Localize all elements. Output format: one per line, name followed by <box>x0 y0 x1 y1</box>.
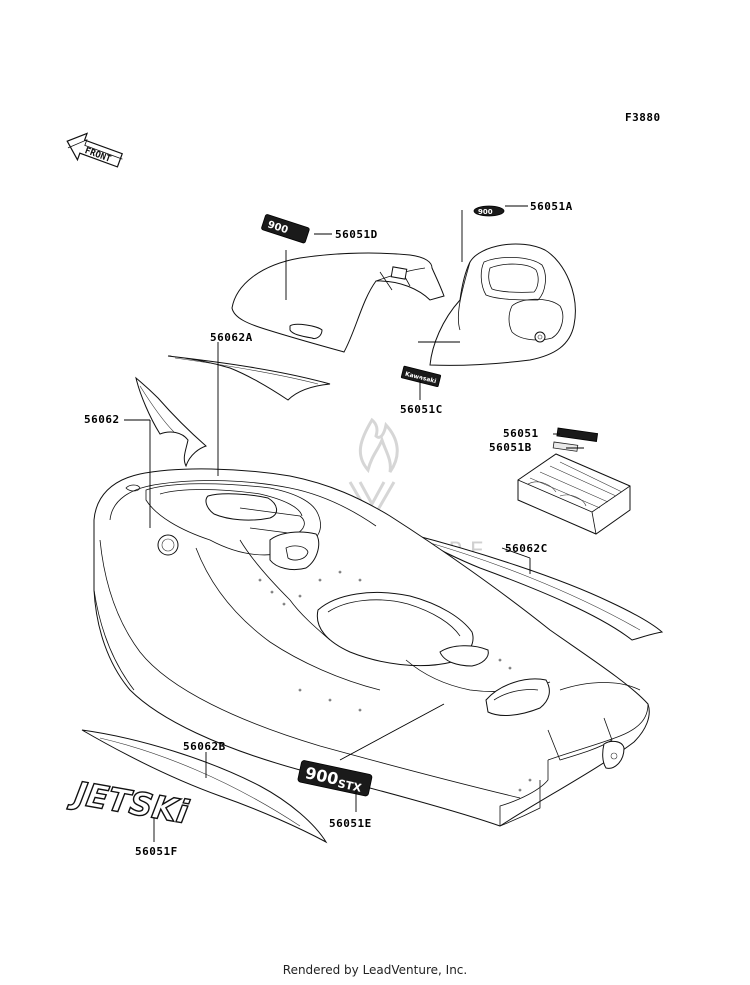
rear-seat-cover <box>231 252 445 353</box>
decal-56051f: JETSKi <box>65 772 193 832</box>
decal-56051c: Kawasaki <box>400 365 442 388</box>
stripe-56062a <box>167 355 331 401</box>
part-label-56051f[interactable]: 56051F <box>135 845 178 858</box>
decal-56051d: 900 <box>261 214 310 244</box>
part-label-56051c[interactable]: 56051C <box>400 403 443 416</box>
logo-stx-text: STX <box>337 777 364 795</box>
stripe-56062c <box>409 533 664 641</box>
stripe-56062b <box>81 729 328 844</box>
logo-jetski-text: JETSKi <box>66 773 192 832</box>
figure-code: F3880 <box>625 111 661 124</box>
footer-credit: Rendered by LeadVenture, Inc. <box>282 963 468 977</box>
decal-56051 <box>556 427 599 442</box>
part-label-56062[interactable]: 56062 <box>84 413 120 426</box>
decal-56051a: 900 <box>473 205 505 217</box>
stripe-56062 <box>135 376 207 468</box>
leader-lines <box>124 205 584 842</box>
part-label-56062a[interactable]: 56062A <box>210 331 253 344</box>
front-arrow-icon: FRONT <box>66 132 123 168</box>
part-label-56051e[interactable]: 56051E <box>329 817 372 830</box>
part-label-56051a[interactable]: 56051A <box>530 200 573 213</box>
part-label-56051d[interactable]: 56051D <box>335 228 378 241</box>
svg-text:900: 900 <box>478 208 493 216</box>
part-label-56051[interactable]: 56051 <box>503 427 539 440</box>
decal-56051b <box>552 441 579 452</box>
part-label-56062b[interactable]: 56062B <box>183 740 226 753</box>
decal-56051e: 900 STX <box>297 760 373 797</box>
hull-body <box>93 468 650 827</box>
part-label-56062c[interactable]: 56062C <box>505 542 548 555</box>
front-hood <box>429 243 576 366</box>
storage-cover <box>517 453 631 535</box>
part-label-56051b[interactable]: 56051B <box>489 441 532 454</box>
